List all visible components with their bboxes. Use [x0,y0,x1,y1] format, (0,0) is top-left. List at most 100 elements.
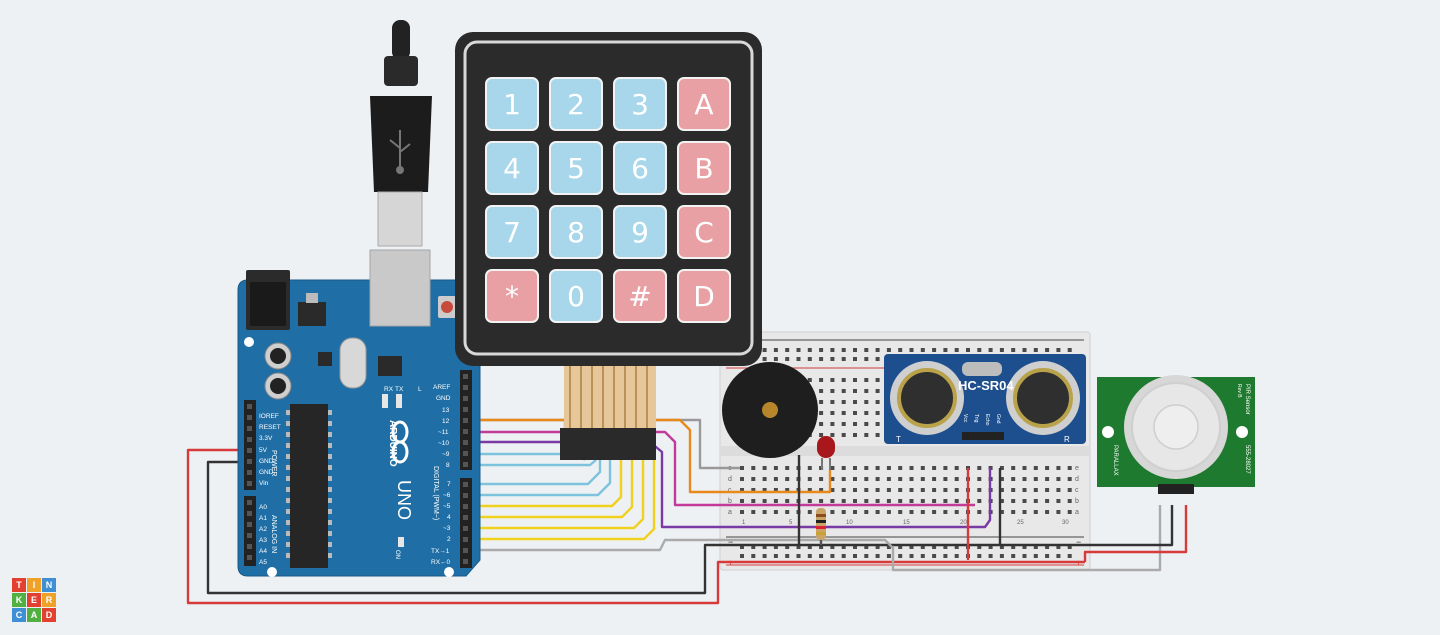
svg-text:8: 8 [567,216,585,249]
capacitor-2-top [270,378,286,394]
key-6[interactable]: 6 [613,141,667,195]
wire-kp-8 [470,459,597,467]
key-a[interactable]: A [677,77,731,131]
power-jack-inner [250,282,286,326]
logo-letter: A [27,608,41,622]
key-7[interactable]: 7 [485,205,539,259]
resistor[interactable] [816,508,826,540]
key-b[interactable]: B [677,141,731,195]
key-4[interactable]: 4 [485,141,539,195]
svg-text:1: 1 [742,520,746,526]
svg-text:12: 12 [442,418,450,425]
logo-letter: D [42,608,56,622]
svg-text:1: 1 [503,88,521,121]
keypad-connector [560,428,656,460]
wire-kp-7 [470,458,602,486]
pir-mount-left [1102,426,1114,438]
l-label: L [418,386,422,393]
red-led[interactable] [817,436,835,470]
svg-text:GND: GND [259,458,274,465]
svg-text:2: 2 [567,88,585,121]
svg-text:Gnd: Gnd [995,414,1001,424]
svg-text:a: a [728,509,732,516]
pir-brand: PARALLAX [1112,445,1118,476]
svg-text:7: 7 [447,481,451,488]
svg-text:Vin: Vin [259,480,269,487]
rx-label: RX [384,386,394,393]
svg-text:b: b [728,498,732,505]
on-label: ON [394,550,400,559]
key-8[interactable]: 8 [549,205,603,259]
svg-text:D: D [693,280,715,313]
key-c[interactable]: C [677,205,731,259]
chip-pins [286,410,332,558]
key-0[interactable]: 0 [549,269,603,323]
svg-text:0: 0 [567,280,585,313]
key-2[interactable]: 2 [549,77,603,131]
svg-text:A5: A5 [259,559,267,566]
key-d[interactable]: D [677,269,731,323]
digital-header-bottom [460,478,472,568]
breadboard-column-labels: 1 5 10 15 20 25 30 [742,520,1069,526]
sonar-r-mark: R [1064,435,1070,444]
rail-minus-label: − [728,537,733,547]
key-hash[interactable]: # [613,269,667,323]
piezo-buzzer[interactable] [722,362,818,458]
digital-label: DIGITAL (PWM~) [432,466,439,520]
svg-text:b: b [1075,498,1079,505]
arduino-model-text: UNO [394,480,414,520]
svg-text:AREF: AREF [433,384,450,391]
key-1[interactable]: 1 [485,77,539,131]
wire-kp-2 [470,458,656,541]
sonar-header [962,432,1004,440]
hc-sr04-sensor[interactable]: HC-SR04 T R Vcc Trig Echo Gnd [884,354,1086,444]
pir-title: PIR Sensor [1244,384,1250,415]
svg-text:d: d [728,476,732,483]
rail-minus-label-right: − [1076,537,1081,547]
key-5[interactable]: 5 [549,141,603,195]
capacitor-1-top [270,348,286,364]
svg-text:9: 9 [631,216,649,249]
keypad-ribbon [564,366,656,428]
logo-letter: R [42,593,56,607]
pir-header [1158,484,1194,494]
sonar-pin-labels: Vcc Trig Echo Gnd [962,414,1001,426]
key-3[interactable]: 3 [613,77,667,131]
smd-chip [318,352,332,366]
logo-letter: T [12,578,26,592]
svg-text:RX←0: RX←0 [431,559,451,566]
reset-button-cap [441,301,453,313]
wire-gnd [206,460,1085,595]
logo-letter: C [12,608,26,622]
wire-kp-5 [470,458,623,508]
key-star[interactable]: * [485,269,539,323]
svg-text:5: 5 [789,520,793,526]
svg-text:3.3V: 3.3V [259,435,273,442]
on-led [398,537,404,547]
pir-rev: Rev B [1236,384,1242,398]
svg-text:TX→1: TX→1 [431,548,450,555]
usb-cable[interactable] [369,20,432,327]
svg-text:A4: A4 [259,548,267,555]
wire-5v [186,448,1085,605]
arduino-uno[interactable]: RX TX L ARDUINO UNO DIGITAL (PWM~) POWER… [237,270,481,577]
analog-label: ANALOG IN [270,515,277,553]
svg-text:20: 20 [960,520,967,526]
key-9[interactable]: 9 [613,205,667,259]
svg-text:~6: ~6 [443,492,451,499]
svg-text:5: 5 [567,152,585,185]
wire-kp-3 [470,458,645,530]
bottom-pin-labels: 7 ~6 ~5 4 ~3 2 TX→1 RX←0 [431,481,451,566]
svg-text:A3: A3 [259,537,267,544]
usb-chip [378,356,402,376]
svg-text:d: d [1075,476,1079,483]
regulator-tab [306,293,318,303]
pir-sensor[interactable]: PARALLAX PIR Sensor Rev B 555-28027 [1097,375,1255,494]
svg-text:8: 8 [446,462,450,469]
svg-text:~10: ~10 [438,440,449,447]
rx-led [382,394,388,408]
wire-keypad-13 [470,418,567,430]
